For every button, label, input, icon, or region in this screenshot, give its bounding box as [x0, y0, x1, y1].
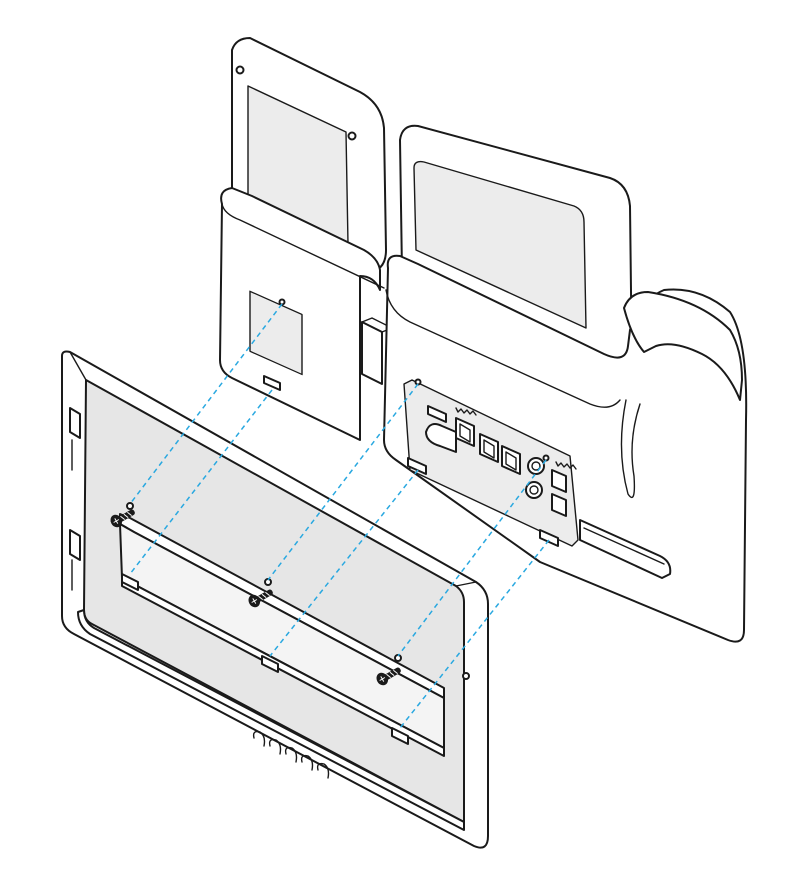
phone-left-base-edge [221, 203, 385, 289]
usb-port-2 [551, 493, 567, 517]
bracket-left-clip-1 [69, 407, 81, 439]
power-port [425, 423, 457, 453]
screw-icon [248, 589, 273, 608]
phone-main-base [383, 254, 748, 643]
bracket-tab-3 [391, 727, 409, 745]
indicator-hole [542, 454, 550, 462]
main-base-slot-bottom [407, 457, 427, 475]
left-base-slot [263, 375, 281, 391]
screws [110, 509, 401, 686]
dashed-alignment-guide [269, 469, 419, 657]
handset-screw-hole-bottom [347, 131, 357, 141]
cable-channel [579, 519, 672, 579]
usb-port-1 [551, 469, 567, 493]
bracket-plate-body [119, 523, 445, 749]
handset-screw-hole-top [235, 65, 245, 75]
bracket-bottom-vents [252, 730, 330, 779]
bracket-left-clip-2 [69, 529, 81, 561]
display-back-recess [413, 160, 587, 329]
bracket-hole-1 [126, 502, 134, 510]
bracket-lower-lip [77, 609, 465, 831]
dashed-alignment-guides [129, 303, 550, 729]
dashed-alignment-guide [129, 389, 273, 575]
connector-panel [403, 379, 579, 547]
screw-icon [376, 667, 401, 686]
phone-hinge-block [361, 321, 383, 385]
phone-main-base-topline [385, 289, 621, 408]
handset-rest [623, 291, 743, 401]
main-base-slot-right [539, 529, 559, 547]
audio-jack-2 [525, 481, 543, 499]
left-base-hole [278, 298, 286, 306]
handset-rest-hook [620, 399, 641, 499]
bracket-tab-1 [121, 573, 139, 591]
bracket-tab-2 [261, 655, 279, 673]
audio-jack-1 [527, 457, 545, 475]
dashed-alignment-guide [129, 303, 283, 505]
wall-mount-bracket [61, 350, 489, 849]
bracket-top-rim [69, 351, 87, 381]
main-base-slot-top [427, 405, 447, 423]
screw-icon [110, 509, 135, 528]
desk-phone-back [219, 37, 748, 643]
dashed-alignment-guide [397, 459, 547, 657]
dashed-alignment-guide [399, 539, 550, 729]
left-base-label-area [249, 290, 303, 376]
bracket-plate-lower-strip [121, 577, 445, 757]
bracket-right-hole [462, 672, 470, 680]
port-label-zigzag-1 [455, 407, 477, 416]
main-base-hole [414, 378, 422, 386]
port-label-zigzag-2 [555, 461, 577, 470]
